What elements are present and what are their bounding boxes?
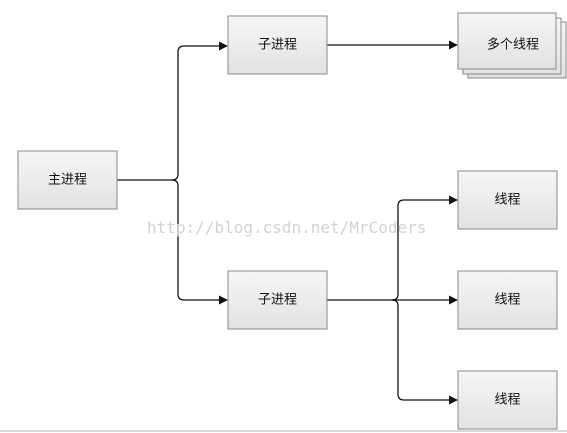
edge-main-to-child-top [117, 41, 228, 181]
node-thread-3: 线程 [457, 370, 558, 430]
edge-main-to-child-bottom [171, 179, 228, 305]
node-child-process-top: 子进程 [227, 15, 328, 75]
node-main-process-label: 主进程 [48, 173, 87, 188]
node-main-process: 主进程 [17, 150, 118, 210]
connectors [117, 40, 458, 405]
edge-child-bottom-to-thread-1 [327, 195, 458, 301]
node-multiple-threads-label: 多个线程 [487, 37, 539, 53]
bottom-divider [0, 430, 567, 432]
node-child-process-bottom-label: 子进程 [258, 293, 297, 308]
node-thread-1: 线程 [457, 170, 558, 230]
node-multiple-threads: 多个线程 [457, 12, 567, 79]
edge-child-bottom-to-thread-3 [391, 299, 458, 405]
node-thread-1-label: 线程 [494, 193, 520, 208]
node-thread-3-label: 线程 [494, 393, 520, 408]
node-child-process-bottom: 子进程 [227, 270, 328, 330]
watermark-text: http://blog.csdn.net/MrCoders [147, 218, 426, 237]
node-child-process-top-label: 子进程 [258, 38, 297, 53]
node-thread-2-label: 线程 [494, 293, 520, 308]
node-thread-2: 线程 [457, 270, 558, 330]
